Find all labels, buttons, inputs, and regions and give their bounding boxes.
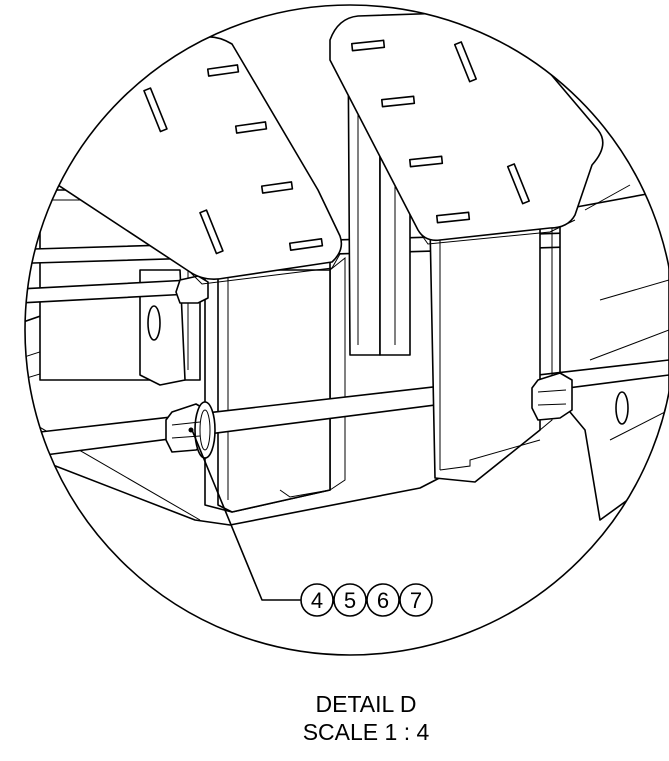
- hex-nut-left: [165, 401, 216, 459]
- detail-title: DETAIL D: [316, 691, 417, 717]
- balloon-item: 6: [366, 583, 400, 617]
- left-plate-slots: [143, 64, 324, 255]
- balloon-number: 4: [311, 588, 323, 613]
- detail-geometry: [25, 11, 669, 526]
- right-post: [429, 224, 541, 483]
- leader-line: [191, 429, 301, 601]
- detail-boundary-circle: [24, 4, 669, 656]
- balloon-item: 4: [300, 583, 334, 617]
- right-slot-hole: [615, 391, 629, 425]
- detail-scale: SCALE 1 : 4: [303, 719, 430, 745]
- hex-nut-upper: [175, 275, 209, 304]
- balloon-number: 5: [344, 588, 356, 613]
- right-plate-slots: [350, 39, 531, 224]
- balloon-item: 5: [333, 583, 367, 617]
- balloon-item: 7: [399, 583, 433, 617]
- balloon-number: 7: [410, 588, 422, 613]
- balloon-group: 4 5 6 7: [300, 583, 433, 617]
- right-top-plate: [329, 11, 604, 242]
- right-bracket: [559, 189, 669, 521]
- balloon-number: 6: [377, 588, 389, 613]
- slot-hole: [147, 305, 161, 341]
- hex-nut-right: [531, 372, 573, 421]
